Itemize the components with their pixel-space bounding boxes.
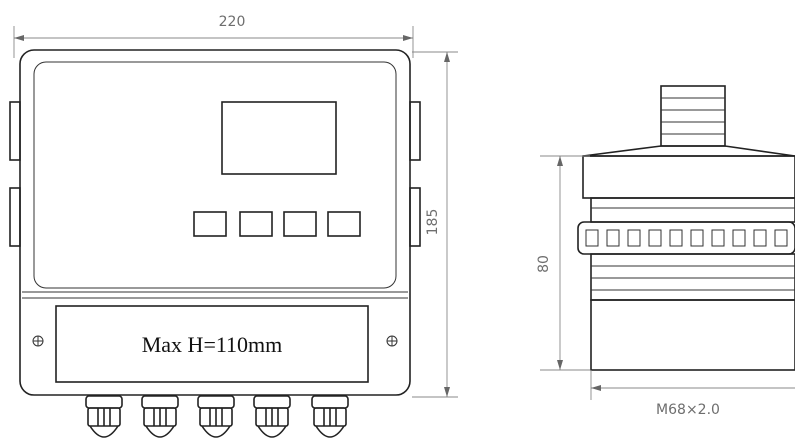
thread-label: M68×2.0 <box>656 402 720 418</box>
sensor-height-arrow-top <box>557 156 563 166</box>
height-arrow-bottom <box>444 387 450 397</box>
screw-left <box>32 335 44 347</box>
sensor-lower-body <box>590 299 795 371</box>
lock-nut-tooth <box>585 229 599 247</box>
lock-nut-tooth <box>648 229 662 247</box>
sensor-height-label: 80 <box>536 255 552 273</box>
side-tab-right-bottom <box>409 187 421 247</box>
lock-nut-tooth <box>774 229 788 247</box>
controller-front-panel <box>33 61 397 289</box>
width-arrow-right <box>403 35 413 41</box>
controller-drawing: 220 185 Max H=110mm <box>9 14 458 438</box>
cable-gland-4 <box>253 395 291 438</box>
key-button-2 <box>239 211 273 237</box>
key-button-3 <box>283 211 317 237</box>
max-height-label: Max H=110mm <box>142 332 283 357</box>
screw-right <box>386 335 398 347</box>
sensor-thread-section <box>590 253 795 301</box>
lock-nut-tooth <box>732 229 746 247</box>
lock-nut-tooth <box>669 229 683 247</box>
sensor-upper-ring <box>590 197 795 223</box>
lock-nut-tooth <box>753 229 767 247</box>
height-arrow-top <box>444 52 450 62</box>
side-tab-left-bottom <box>9 187 21 247</box>
display-window <box>221 101 337 175</box>
key-button-4 <box>327 211 361 237</box>
side-tab-right-top <box>409 101 421 161</box>
sensor-lock-nut <box>577 221 795 255</box>
lock-nut-tooth <box>690 229 704 247</box>
side-tab-left-top <box>9 101 21 161</box>
sensor-height-arrow-bottom <box>557 360 563 370</box>
thread-arrow-left <box>591 385 601 391</box>
width-arrow-left <box>14 35 24 41</box>
cable-glands <box>85 395 349 438</box>
key-button-1 <box>193 211 227 237</box>
width-label: 220 <box>219 14 246 30</box>
lock-nut-teeth <box>585 229 788 247</box>
label-window <box>55 305 369 383</box>
height-label: 185 <box>425 209 441 236</box>
sensor-upper-body <box>582 155 795 199</box>
lock-nut-tooth <box>606 229 620 247</box>
lock-nut-tooth <box>627 229 641 247</box>
cable-gland-1 <box>85 395 123 438</box>
cable-gland-2 <box>141 395 179 438</box>
cable-gland-3 <box>197 395 235 438</box>
lock-nut-tooth <box>711 229 725 247</box>
sensor-top-cap <box>660 85 726 147</box>
cable-gland-5 <box>311 395 349 438</box>
sensor-drawing: 80 M68×2.0 <box>536 85 795 418</box>
sensor-shoulder <box>582 145 795 157</box>
